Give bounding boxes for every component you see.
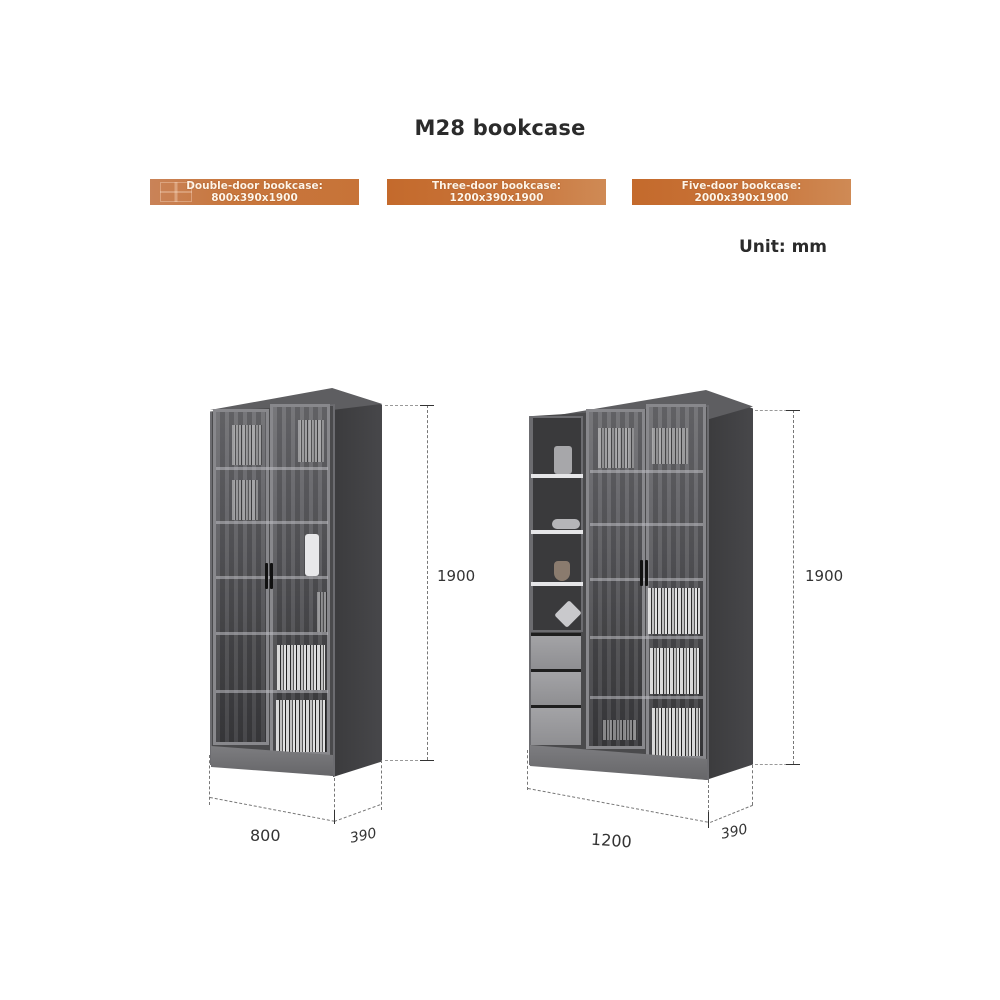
shelf: [590, 470, 703, 473]
dimension-guide: [755, 764, 797, 765]
width-dimension-label: 800: [250, 826, 281, 845]
height-dimension-label: 1900: [437, 567, 476, 585]
dimension-guide: [385, 405, 433, 406]
dimension-guide: [527, 750, 528, 790]
shelf: [590, 696, 703, 699]
dimension-guide: [385, 760, 433, 761]
books: [232, 425, 262, 465]
vase-decor: [554, 446, 572, 474]
depth-dimension-label: 390: [719, 821, 750, 843]
door-handle[interactable]: [645, 560, 648, 586]
variant-name: Double-door bookcase:: [186, 180, 323, 192]
variant-banner-five-door: Five-door bookcase: 2000x390x1900: [632, 179, 851, 205]
books: [298, 420, 324, 462]
bowl-decor: [552, 519, 580, 529]
height-dimension-line: [793, 410, 794, 764]
door-handle[interactable]: [270, 563, 273, 589]
books: [598, 428, 634, 468]
width-dimension-label: 1200: [590, 829, 633, 852]
variant-size: 800x390x1900: [211, 192, 298, 204]
variant-name: Three-door bookcase:: [432, 180, 561, 192]
shelf: [216, 690, 328, 693]
cabinet-side-panel: [333, 389, 382, 777]
height-dimension-label: 1900: [805, 567, 844, 585]
variant-banner-three-door: Three-door bookcase: 1200x390x1900: [387, 179, 606, 205]
books: [650, 648, 700, 694]
shelf: [216, 521, 328, 524]
shelf: [590, 636, 703, 639]
books: [276, 700, 326, 752]
dimension-tick: [420, 405, 434, 406]
dimension-guide: [708, 780, 709, 828]
unit-label: Unit: mm: [739, 237, 828, 257]
variant-size: 2000x390x1900: [694, 192, 789, 204]
open-shelf: [531, 582, 583, 586]
open-shelf: [531, 474, 583, 478]
shelf: [216, 632, 328, 635]
shelf: [590, 523, 703, 526]
vase-decor: [305, 534, 319, 576]
page-title: M28 bookcase: [414, 116, 586, 140]
variant-size: 1200x390x1900: [449, 192, 544, 204]
books: [232, 480, 258, 520]
dimension-tick: [708, 812, 709, 828]
shelf: [216, 467, 328, 470]
open-shelf: [531, 530, 583, 534]
dimension-tick: [786, 764, 800, 765]
pot-decor: [554, 561, 570, 581]
dimension-guide: [209, 755, 210, 805]
dimension-tick: [786, 410, 800, 411]
cabinet-side-panel: [706, 391, 753, 780]
height-dimension-line: [427, 405, 428, 760]
dimension-guide: [381, 760, 382, 810]
books: [277, 645, 325, 690]
dimension-guide: [755, 410, 797, 411]
glass-door-right[interactable]: [270, 404, 330, 755]
dimension-guide: [752, 765, 753, 805]
depth-dimension-line: [710, 804, 754, 823]
door-handle[interactable]: [265, 563, 268, 589]
variant-banner-double-door: Double-door bookcase: 800x390x1900: [150, 179, 359, 205]
variant-name: Five-door bookcase:: [681, 180, 802, 192]
dimension-tick: [420, 760, 434, 761]
books: [652, 708, 700, 756]
books: [603, 720, 637, 740]
bookcase-thumbnail-icon: [160, 182, 192, 202]
drawer[interactable]: [531, 669, 581, 705]
drawer[interactable]: [531, 705, 581, 745]
books: [652, 428, 688, 464]
drawer[interactable]: [531, 633, 581, 669]
dimension-guide: [334, 778, 335, 823]
door-handle[interactable]: [640, 560, 643, 586]
books: [317, 592, 327, 632]
width-dimension-line: [527, 788, 708, 823]
books: [648, 588, 700, 634]
dimension-tick: [334, 810, 335, 824]
